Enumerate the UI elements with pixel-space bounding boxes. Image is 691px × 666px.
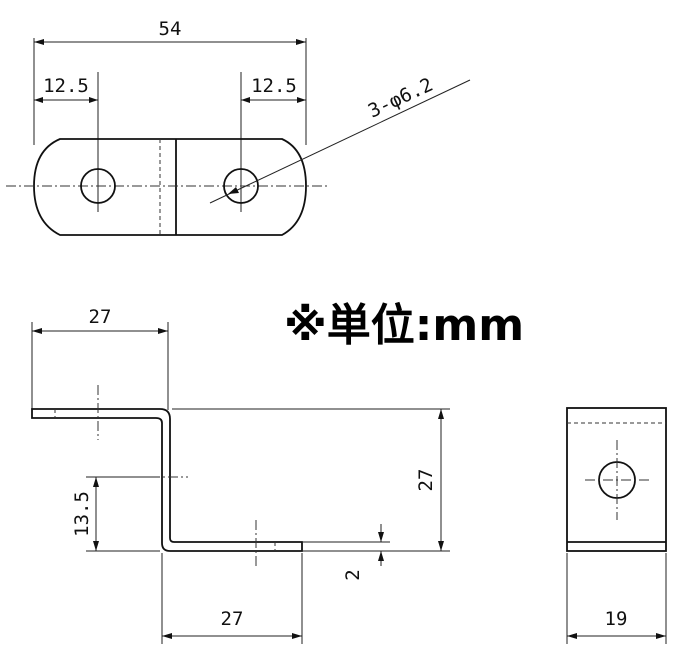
overall-width-dimension: 54 [34,18,306,45]
side-view: 27 27 13.5 [31,306,450,644]
step-height-dimension: 13.5 [71,477,99,551]
bottom-flange-label: 27 [221,608,244,630]
top-flange-label: 27 [89,306,112,328]
top-flange-dimension: 27 [32,306,168,334]
end-width-dimension: 19 [567,608,666,639]
thickness-dimension: 2 [342,524,384,581]
end-width-label: 19 [605,608,628,630]
step-height-label: 13.5 [71,491,93,537]
thickness-label: 2 [342,569,364,580]
bottom-flange-dimension: 27 [162,608,302,639]
unit-note: ※単位:mm [284,300,524,351]
right-hole-offset-dimension: 12.5 [240,72,306,212]
end-view: 19 [566,407,667,644]
left-hole-offset-label: 12.5 [43,75,89,97]
top-view: 54 12.5 12.5 3-φ6 [6,18,471,236]
overall-width-label: 54 [159,18,182,40]
right-hole-offset-label: 12.5 [251,75,297,97]
end-view-outline [566,407,667,552]
total-height-label: 27 [415,469,437,492]
hole-callout-label: 3-φ6.2 [365,74,437,123]
total-height-dimension: 27 [415,409,444,551]
hole-right [223,168,259,204]
plate-outline [33,138,307,236]
left-hole-offset-dimension: 12.5 [34,72,99,212]
hole-left [80,168,116,204]
